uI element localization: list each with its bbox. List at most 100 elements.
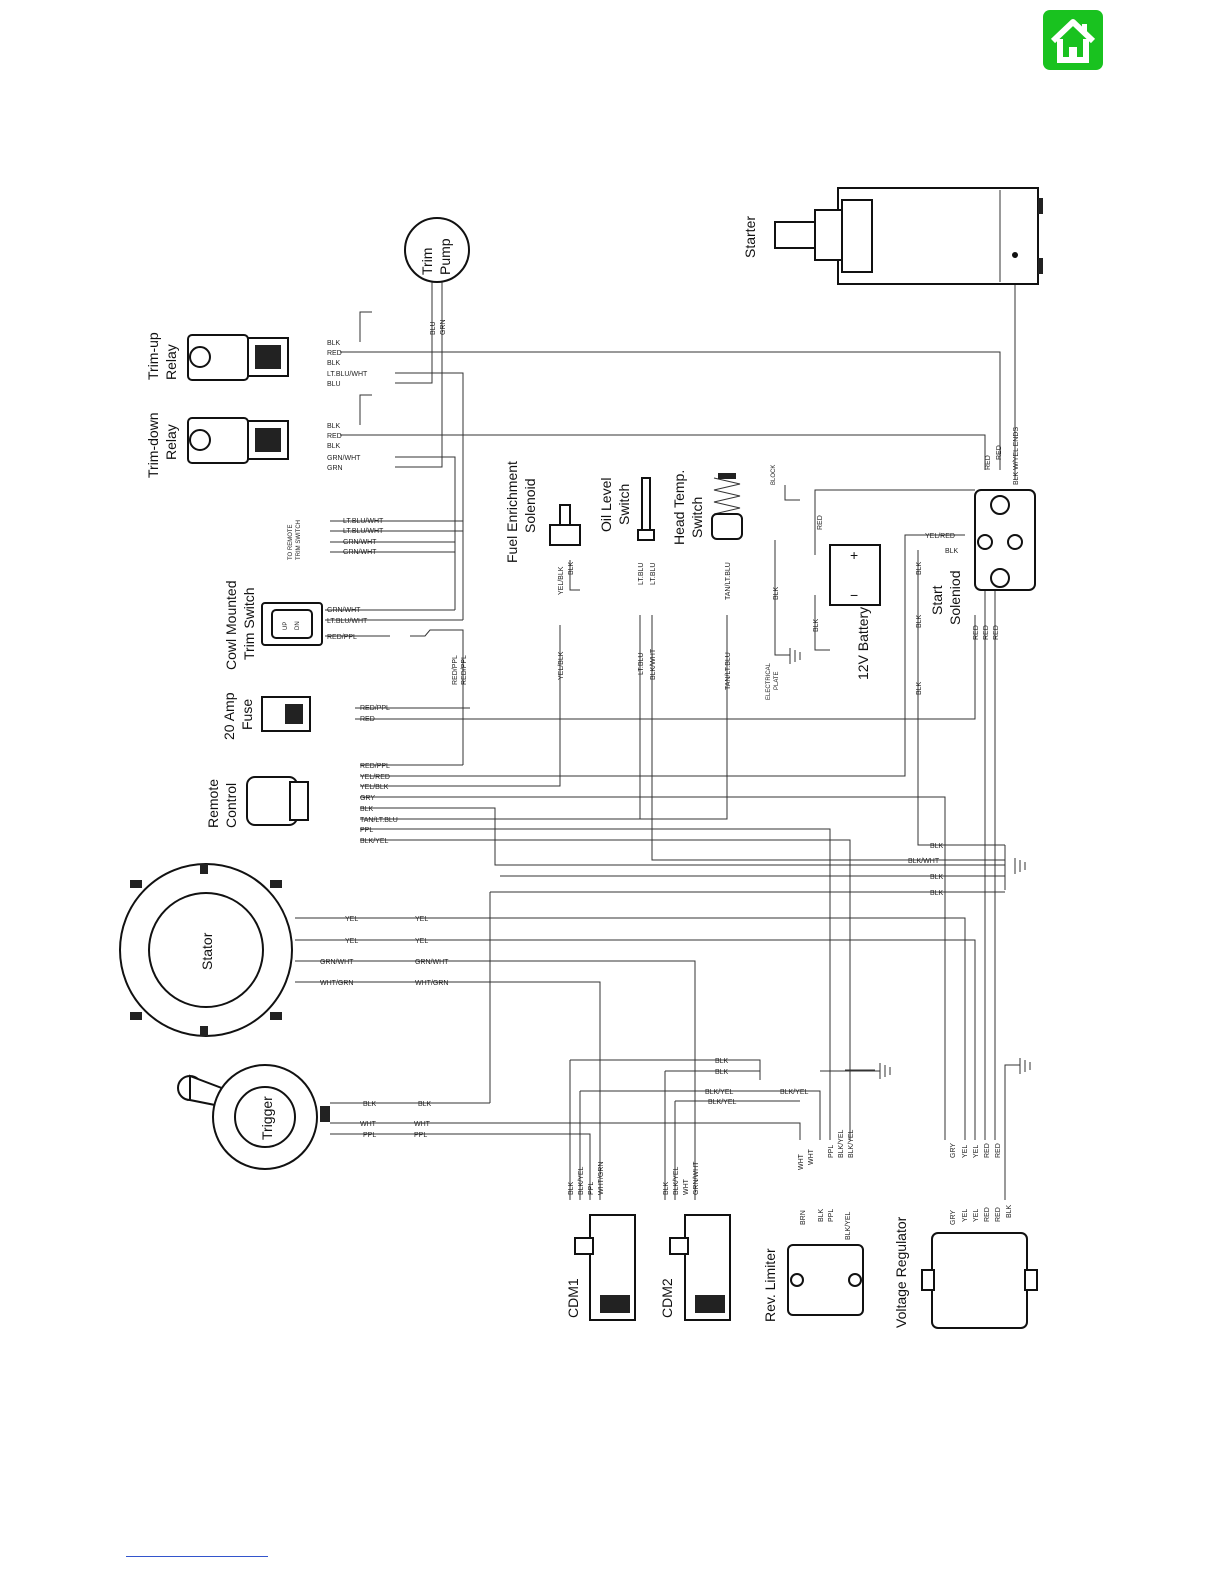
wire-label: BLK [715,1069,729,1076]
wire-label: WHT [683,1178,690,1195]
fuel-enrichment-solenoid [549,504,581,546]
cdm1 [574,1214,636,1321]
cowl-trim-switch [261,602,323,646]
wire-label: LT.BLU [638,653,645,675]
wire-label: PPL [414,1132,427,1139]
wire-label: BLK/YEL [838,1129,845,1158]
wire-label: BLK [327,443,341,450]
wire-label: LT.BLU [638,563,645,585]
trigger-label: Trigger [259,1096,275,1140]
voltage-regulator-label: Voltage Regulator [893,1216,909,1328]
fuse-label-1: 20 Amp [221,692,237,740]
wire-label: PPL [363,1132,376,1139]
trim-down-relay [187,417,289,464]
wire-label: YEL/RED [925,533,955,540]
trim-pump [404,217,470,283]
footer-link-underline[interactable] [126,1556,268,1557]
wire-label: TAN/LT.BLU [725,562,732,600]
battery-plus: + [850,547,858,563]
wire-label: RED/PPL [461,655,468,685]
remote-label-1: Remote [205,779,221,828]
trim-switch-dn: DN [295,621,301,630]
wire-label: YEL [962,1209,969,1222]
wire-label: BLK [930,890,944,897]
wire-label: PPL [360,827,373,834]
trim-pump-label-2: Pump [437,238,453,275]
wire-label: BLK/YEL [360,838,389,845]
wire-label: BLU [430,321,437,335]
rev-limiter [787,1244,864,1316]
trim-up-relay [187,334,289,381]
cowl-label-2: Trim Switch [241,587,257,660]
wire-label: YEL/RED [360,774,390,781]
wire-label: BRN [800,1210,807,1225]
wire-label: BLK/WHT [908,858,940,865]
wire-label: BLK [663,1181,670,1195]
trim-up-label-1: Trim-up [145,332,161,380]
battery [829,544,881,606]
wire-label: BLK [1006,1204,1013,1218]
fuel-label-2: Solenoid [522,479,538,534]
trim-up-label-2: Relay [163,344,179,380]
start-solenoid [974,489,1036,591]
to-remote-label-1: TO REMOTE [288,524,294,560]
wire-label: BLK [327,423,341,430]
wire-label: WHT [360,1121,377,1128]
wire-label: RED [984,1207,991,1222]
wire-label: GRN/WHT [327,455,361,462]
battery-label: 12V Battery [855,607,871,680]
rev-limiter-label: Rev. Limiter [762,1248,778,1322]
wire-label: RED [973,625,980,640]
wire-label: RED/PPL [327,634,357,641]
wire-label: BLK [568,1181,575,1195]
wire-label: BLK [916,681,923,695]
oil-label-2: Switch [616,484,632,525]
head-label-1: Head Temp. [671,470,687,545]
remote-control-plug [246,776,309,826]
wire-label: GRN [327,465,343,472]
wire-label: BLK/YEL [780,1089,809,1096]
starter-label: Starter [742,216,758,258]
start-solenoid-label-2: Soleniod [947,571,963,626]
wire-label: RED/PPL [452,655,459,685]
wire-label: RED [327,350,342,357]
block-label: BLOCK [771,465,777,485]
wire-label: GRN/WHT [320,959,354,966]
ground-symbols [789,648,1031,1079]
wire-label: BLK W/YEL ENDS [1013,427,1020,485]
wire-label: TAN/LT.BLU [725,652,732,690]
fuse-label-2: Fuse [239,699,255,730]
wire-label: BLK [818,1208,825,1222]
stator [119,863,293,1037]
wire-label: RED/PPL [360,705,390,712]
starter [774,187,1043,285]
wire-label: BLK [813,618,820,632]
wire-label: WHT [798,1153,805,1170]
wire-label: LT.BLU [650,563,657,585]
home-button[interactable] [1043,10,1103,70]
wire-label: BLK [916,614,923,628]
wire-label: YEL [415,938,428,945]
voltage-regulator [921,1232,1038,1329]
wire-label: BLK [327,340,341,347]
electrical-plate-1: ELECTRICAL [766,662,772,700]
wire-label: RED [983,625,990,640]
cdm2-label: CDM2 [659,1278,675,1318]
wire-label: RED [817,515,824,530]
wire-paths [295,255,1020,1200]
wire-label: BLK [360,806,374,813]
wire-label: YEL [973,1209,980,1222]
remote-label-2: Control [223,783,239,828]
wire-label: PPL [588,1182,595,1195]
wire-label: RED [995,1207,1002,1222]
head-label-2: Switch [689,497,705,538]
trim-pump-label-1: Trim [419,248,435,275]
wire-label: PPL [828,1145,835,1158]
wire-label: BLK [363,1101,377,1108]
fuse [261,696,311,732]
wire-label: YEL [415,916,428,923]
wire-label: GRY [950,1210,957,1225]
wire-label: GRN [440,319,447,335]
wire-label: YEL/BLK [558,566,565,595]
